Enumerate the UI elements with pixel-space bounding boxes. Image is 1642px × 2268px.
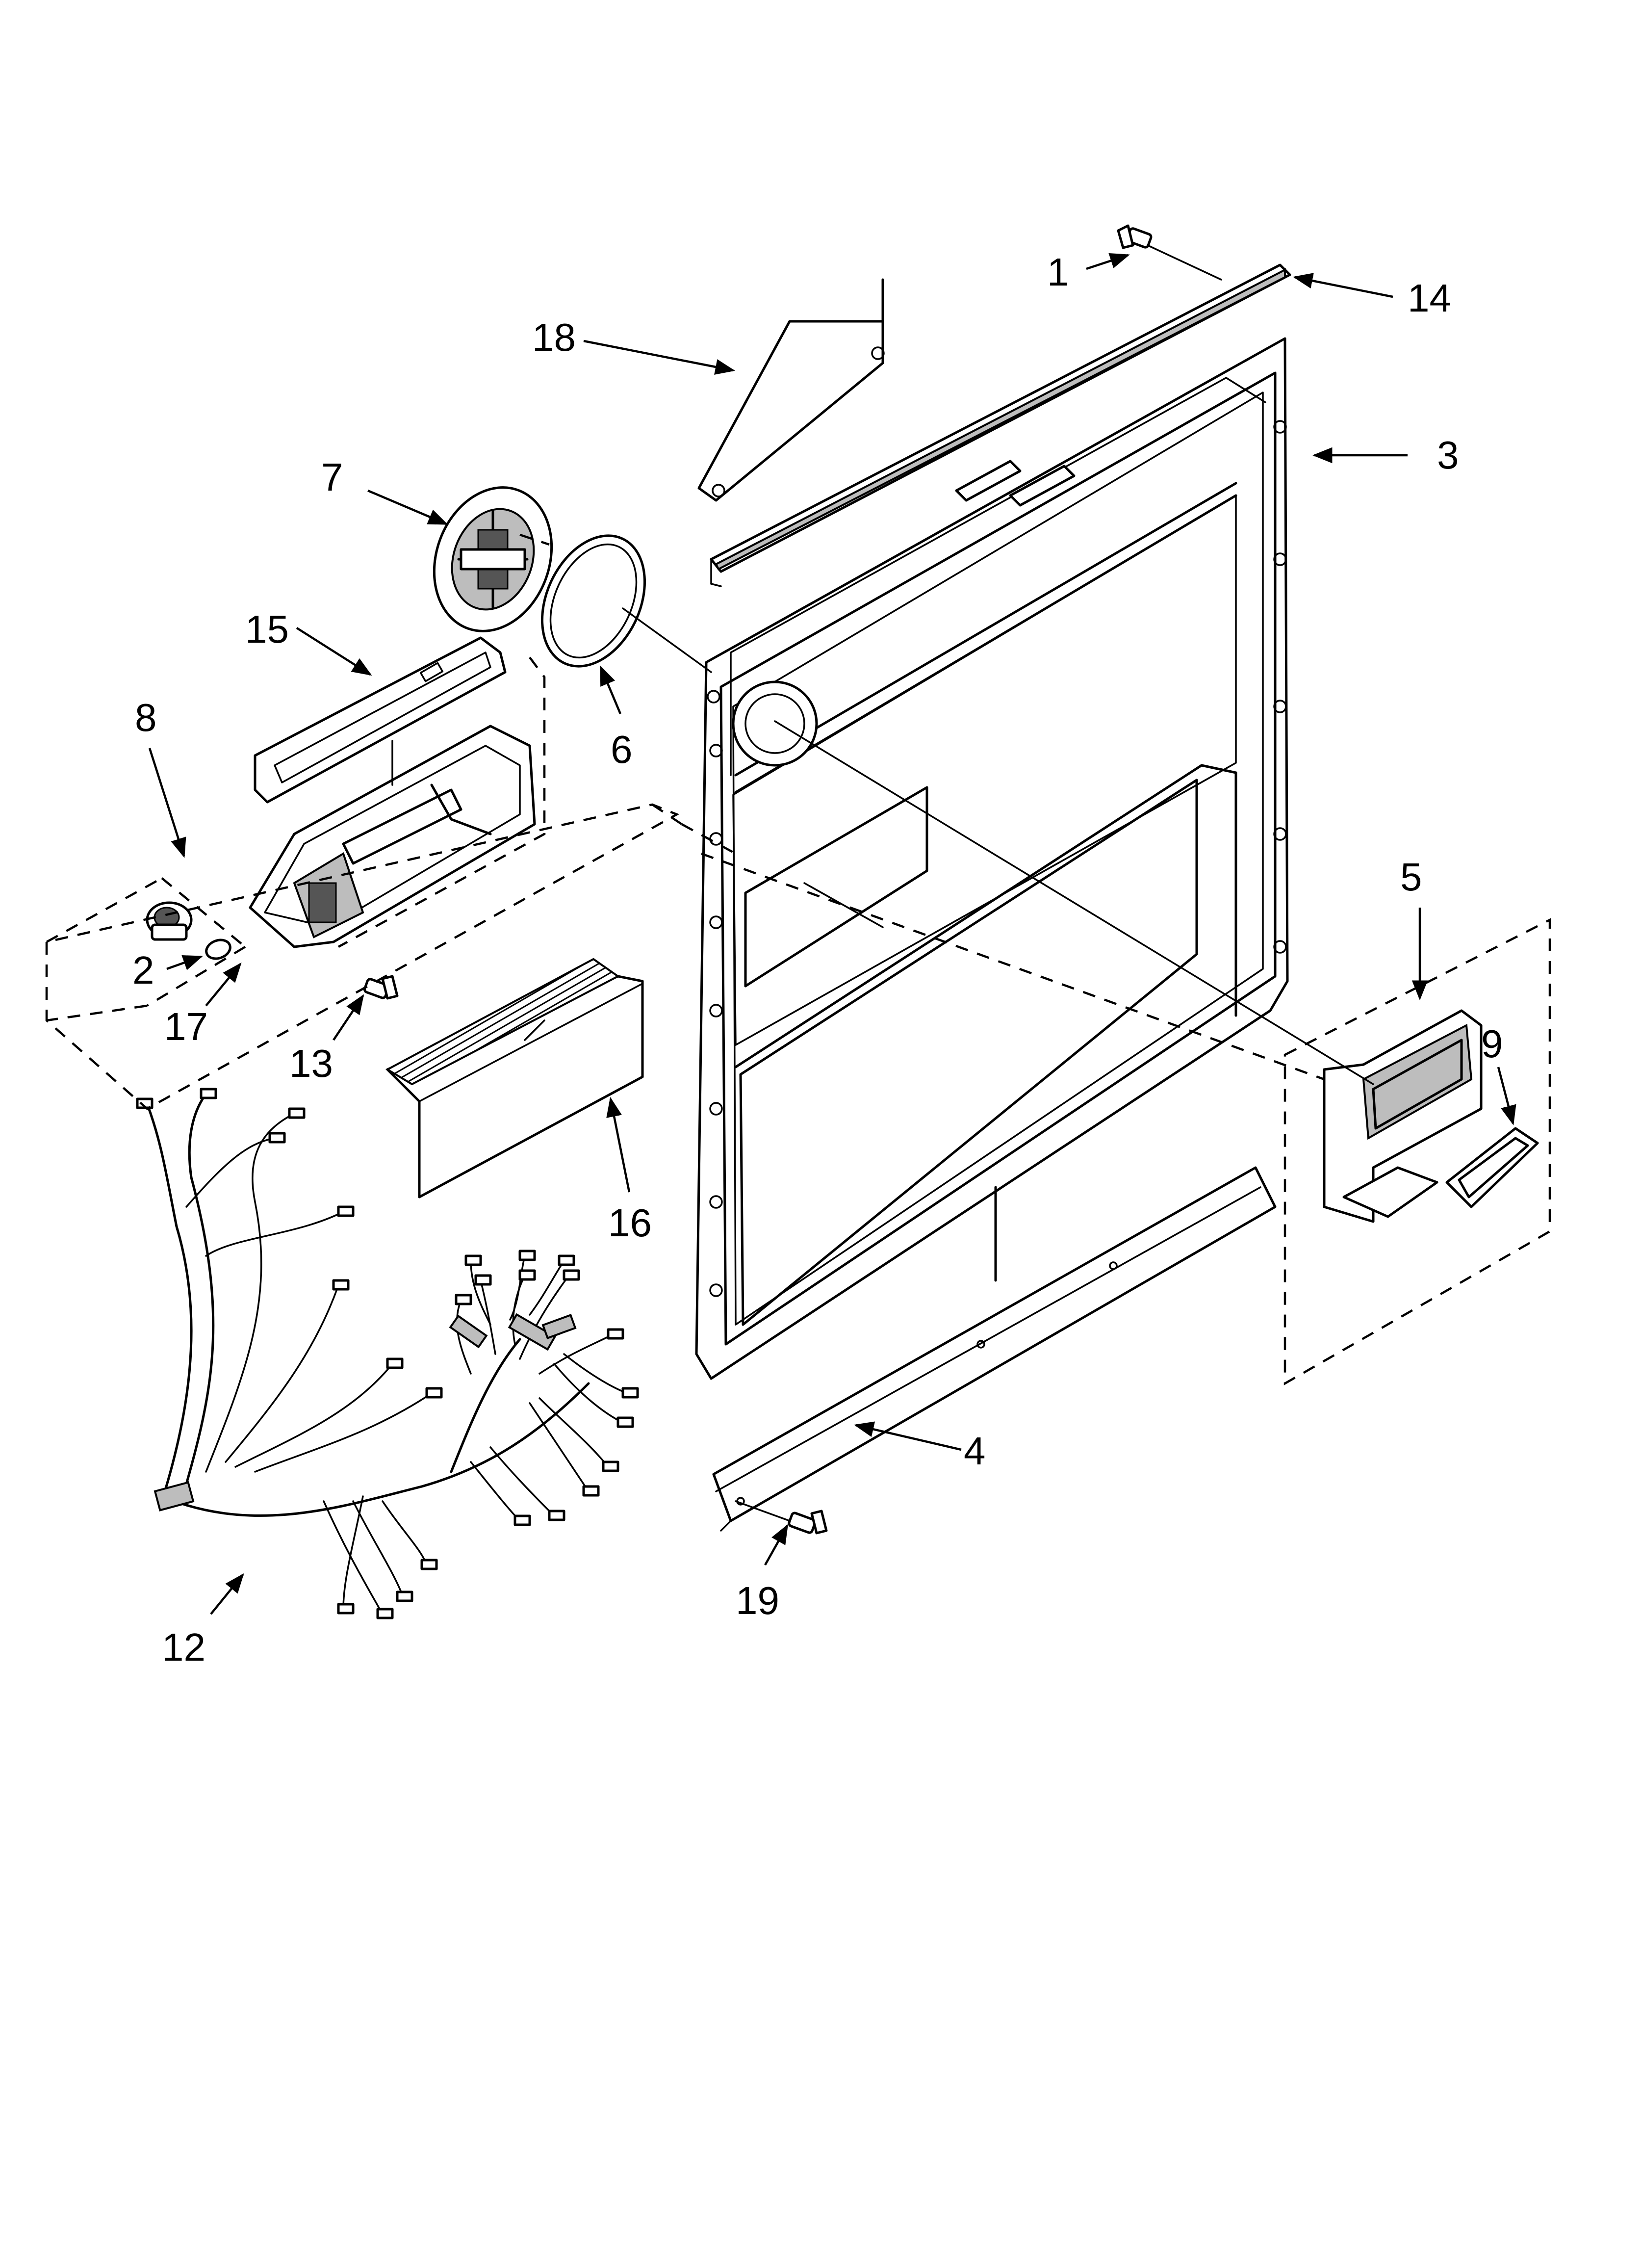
- callout-12: 12: [162, 1625, 205, 1669]
- callout-1: 1: [1047, 250, 1069, 294]
- screw-top: [1117, 224, 1222, 281]
- callout-numbers: 1 2 3 4 5 6 7 8 9 12 13 14 15 16 17 18 1…: [132, 250, 1503, 1669]
- latch-knob: [146, 901, 193, 941]
- insulation-strip: [385, 958, 644, 1199]
- handle-bracket: [254, 636, 507, 804]
- callout-15: 15: [245, 607, 289, 651]
- seal-gasket: [1445, 1127, 1539, 1208]
- assembly-outlines: [45, 533, 1551, 1385]
- callout-2: 2: [132, 948, 154, 992]
- vent-assembly: [1323, 1009, 1483, 1223]
- screw-bottom: [735, 1500, 828, 1535]
- callout-leaders: [148, 253, 1516, 1615]
- callout-13: 13: [289, 1042, 333, 1085]
- vent-cover: [433, 486, 553, 632]
- callout-8: 8: [135, 696, 157, 739]
- top-trim-strip: [710, 263, 1291, 587]
- callout-9: 9: [1481, 1022, 1503, 1066]
- callout-18: 18: [532, 315, 576, 359]
- callout-4: 4: [964, 1429, 986, 1473]
- callout-3: 3: [1437, 433, 1459, 477]
- inner-door-panel: [695, 337, 1289, 1380]
- gasket-ring: [541, 534, 646, 668]
- bracket: [697, 278, 885, 502]
- callout-5: 5: [1400, 855, 1422, 899]
- callout-17: 17: [164, 1005, 208, 1048]
- callout-16: 16: [608, 1201, 652, 1245]
- callout-14: 14: [1408, 276, 1451, 320]
- callout-6: 6: [611, 728, 633, 771]
- o-ring: [205, 938, 231, 960]
- callout-19: 19: [736, 1579, 779, 1622]
- latch-screw: [363, 975, 399, 1000]
- wire-harness: [136, 1088, 639, 1619]
- callout-7: 7: [321, 455, 343, 499]
